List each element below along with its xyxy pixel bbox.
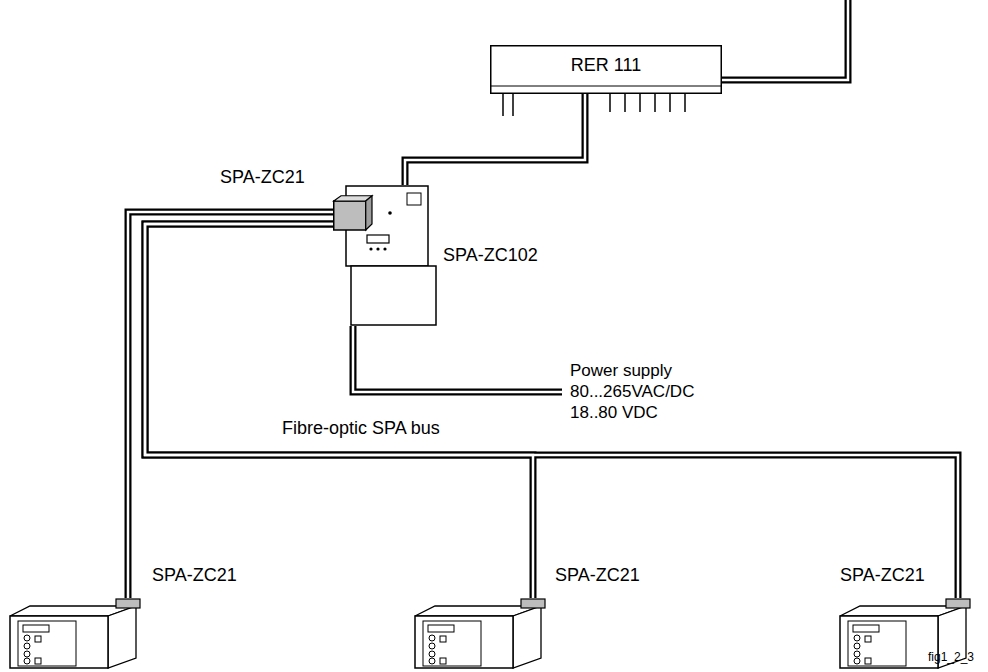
relay-knob (854, 651, 860, 657)
relay-button (35, 658, 41, 664)
annotation-label: Power supply (570, 361, 672, 381)
led (369, 247, 372, 250)
relay-side (513, 606, 541, 668)
lower-housing (351, 266, 436, 325)
screw (388, 211, 392, 215)
optical-converter: SPA-ZC21 (333, 195, 373, 231)
housing-edge (490, 86, 722, 87)
relay-knob (429, 651, 435, 657)
pin (502, 94, 504, 116)
pin (654, 94, 656, 112)
power-cable (353, 326, 562, 392)
power-cable-core (353, 326, 562, 392)
relay-front (840, 616, 938, 668)
relay-knob (854, 658, 860, 664)
relay-knob (429, 635, 435, 641)
optical-connector (946, 599, 970, 608)
relay-display (428, 625, 454, 632)
relay-button (865, 658, 871, 664)
pin (609, 94, 611, 112)
pin (684, 94, 686, 112)
optical-connector (521, 599, 545, 608)
uplink-cable-core (722, 0, 848, 80)
protection-relay: SPA-ZC21 (413, 598, 549, 670)
annotation-label: fig1_2_3 (928, 650, 974, 665)
annotation-label: 80...265VAC/DC (570, 382, 694, 402)
fibre-cable (405, 94, 585, 185)
device-outline (333, 195, 373, 231)
device-name: SPA-ZC21 (220, 167, 305, 188)
relay-knob (24, 651, 30, 657)
fibre-cable-core (128, 212, 333, 598)
pin (624, 94, 626, 112)
converter-body (334, 201, 366, 230)
relay-display (23, 625, 49, 632)
device-outline (8, 598, 144, 670)
pin (669, 94, 671, 112)
relay-knob (24, 643, 30, 649)
device-name: SPA-ZC21 (840, 565, 925, 586)
device-name: SPA-ZC21 (152, 565, 237, 586)
relay-button (865, 636, 871, 642)
fibre-cable (145, 224, 533, 598)
rer-pins (503, 94, 685, 116)
relay-button (35, 636, 41, 642)
rer-unit-box: RER 111 (490, 45, 722, 94)
pin (639, 94, 641, 112)
relay-panel (18, 621, 76, 666)
device-name: RER 111 (571, 55, 641, 76)
display (367, 235, 389, 243)
protection-relay: SPA-ZC21 (8, 598, 144, 670)
fibre-cable (145, 224, 958, 598)
relay-knob (854, 635, 860, 641)
bus-connection-module: SPA-ZC102SPA-ZC21 (345, 185, 437, 326)
relay-display (853, 625, 879, 632)
relay-panel (848, 621, 906, 666)
optical-connector (116, 599, 140, 608)
relay-side (108, 606, 136, 668)
device-name: SPA-ZC21 (555, 565, 640, 586)
fibre-cable-core (145, 224, 958, 598)
annotation-label: Fibre-optic SPA bus (282, 418, 440, 439)
relay-knob (429, 643, 435, 649)
relay-knob (854, 643, 860, 649)
led (376, 247, 379, 250)
uplink-cable (722, 0, 848, 80)
relay-front (10, 616, 108, 668)
housing (491, 46, 722, 94)
fibre-cable (128, 212, 333, 598)
relay-button (440, 636, 446, 642)
fibre-cable-core (405, 94, 585, 185)
relay-knob (24, 635, 30, 641)
device-name: SPA-ZC102 (443, 245, 538, 266)
converter-side (366, 196, 372, 230)
relay-knob (24, 658, 30, 664)
relay-front (415, 616, 513, 668)
device-outline (413, 598, 549, 670)
pin (512, 94, 514, 116)
annotation-label: 18..80 VDC (570, 403, 658, 423)
relay-knob (429, 658, 435, 664)
relay-panel (423, 621, 481, 666)
led (383, 247, 386, 250)
relay-button (440, 658, 446, 664)
terminal (407, 193, 421, 205)
fibre-cable-core (145, 224, 533, 598)
